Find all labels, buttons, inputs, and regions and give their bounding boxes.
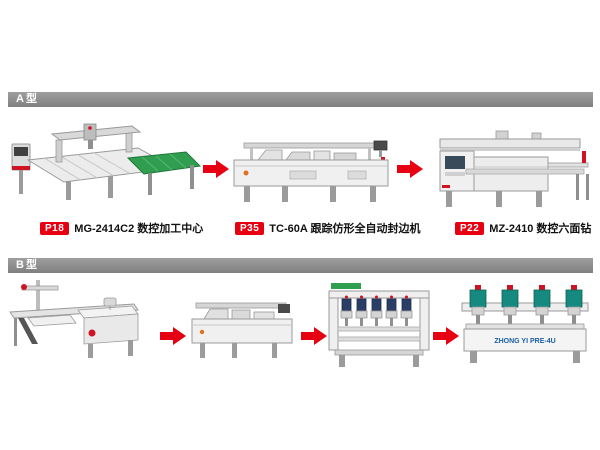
machine-name: MZ-2410 数控六面钻 <box>489 223 592 235</box>
section-a-title: A型 <box>16 93 39 105</box>
machine-edge-bander-compact <box>188 293 300 371</box>
flow-arrow-icon <box>160 327 186 345</box>
flow-arrow-icon <box>397 160 423 178</box>
edge-bander-compact-illustration <box>191 302 293 358</box>
six-side-drill-illustration <box>439 130 589 207</box>
machine-label: P35 TC-60A 跟踪仿形全自动封边机 <box>235 221 420 235</box>
page-ref-badge: P35 <box>235 221 265 235</box>
page-ref-badge: P22 <box>455 221 485 235</box>
machine-label: P22 MZ-2410 数控六面钻 <box>455 221 591 235</box>
section-b-title: B型 <box>16 259 39 271</box>
machine-row-drill: ZHONG YI PRE-4U <box>458 283 592 371</box>
section-b-header: B型 <box>8 258 593 273</box>
flow-arrow-icon <box>301 327 327 345</box>
machine-label: P18 MG-2414C2 数控加工中心 <box>40 221 203 235</box>
machine-multi-boring <box>327 281 431 371</box>
machine-sliding-panel-saw <box>8 276 158 373</box>
flow-arrow-icon <box>433 327 459 345</box>
cnc-machining-center-illustration <box>11 123 202 200</box>
machine-name: MG-2414C2 数控加工中心 <box>74 223 204 235</box>
multi-boring-illustration <box>328 283 430 367</box>
page-ref-badge: P18 <box>40 221 70 235</box>
panel-saw-illustration <box>9 280 139 358</box>
machine-cnc-machining-center <box>8 110 203 212</box>
row-drill-illustration: ZHONG YI PRE-4U <box>461 285 589 363</box>
machine-name: TC-60A 跟踪仿形全自动封边机 <box>269 223 421 235</box>
machine-six-side-cnc-drill <box>436 123 592 213</box>
section-a-header: A型 <box>8 92 593 107</box>
row-drill-brand-text: ZHONG YI PRE-4U <box>494 338 555 345</box>
machine-edge-bander <box>230 133 393 213</box>
edge-bander-illustration <box>233 140 389 202</box>
flow-arrow-icon <box>203 160 229 178</box>
